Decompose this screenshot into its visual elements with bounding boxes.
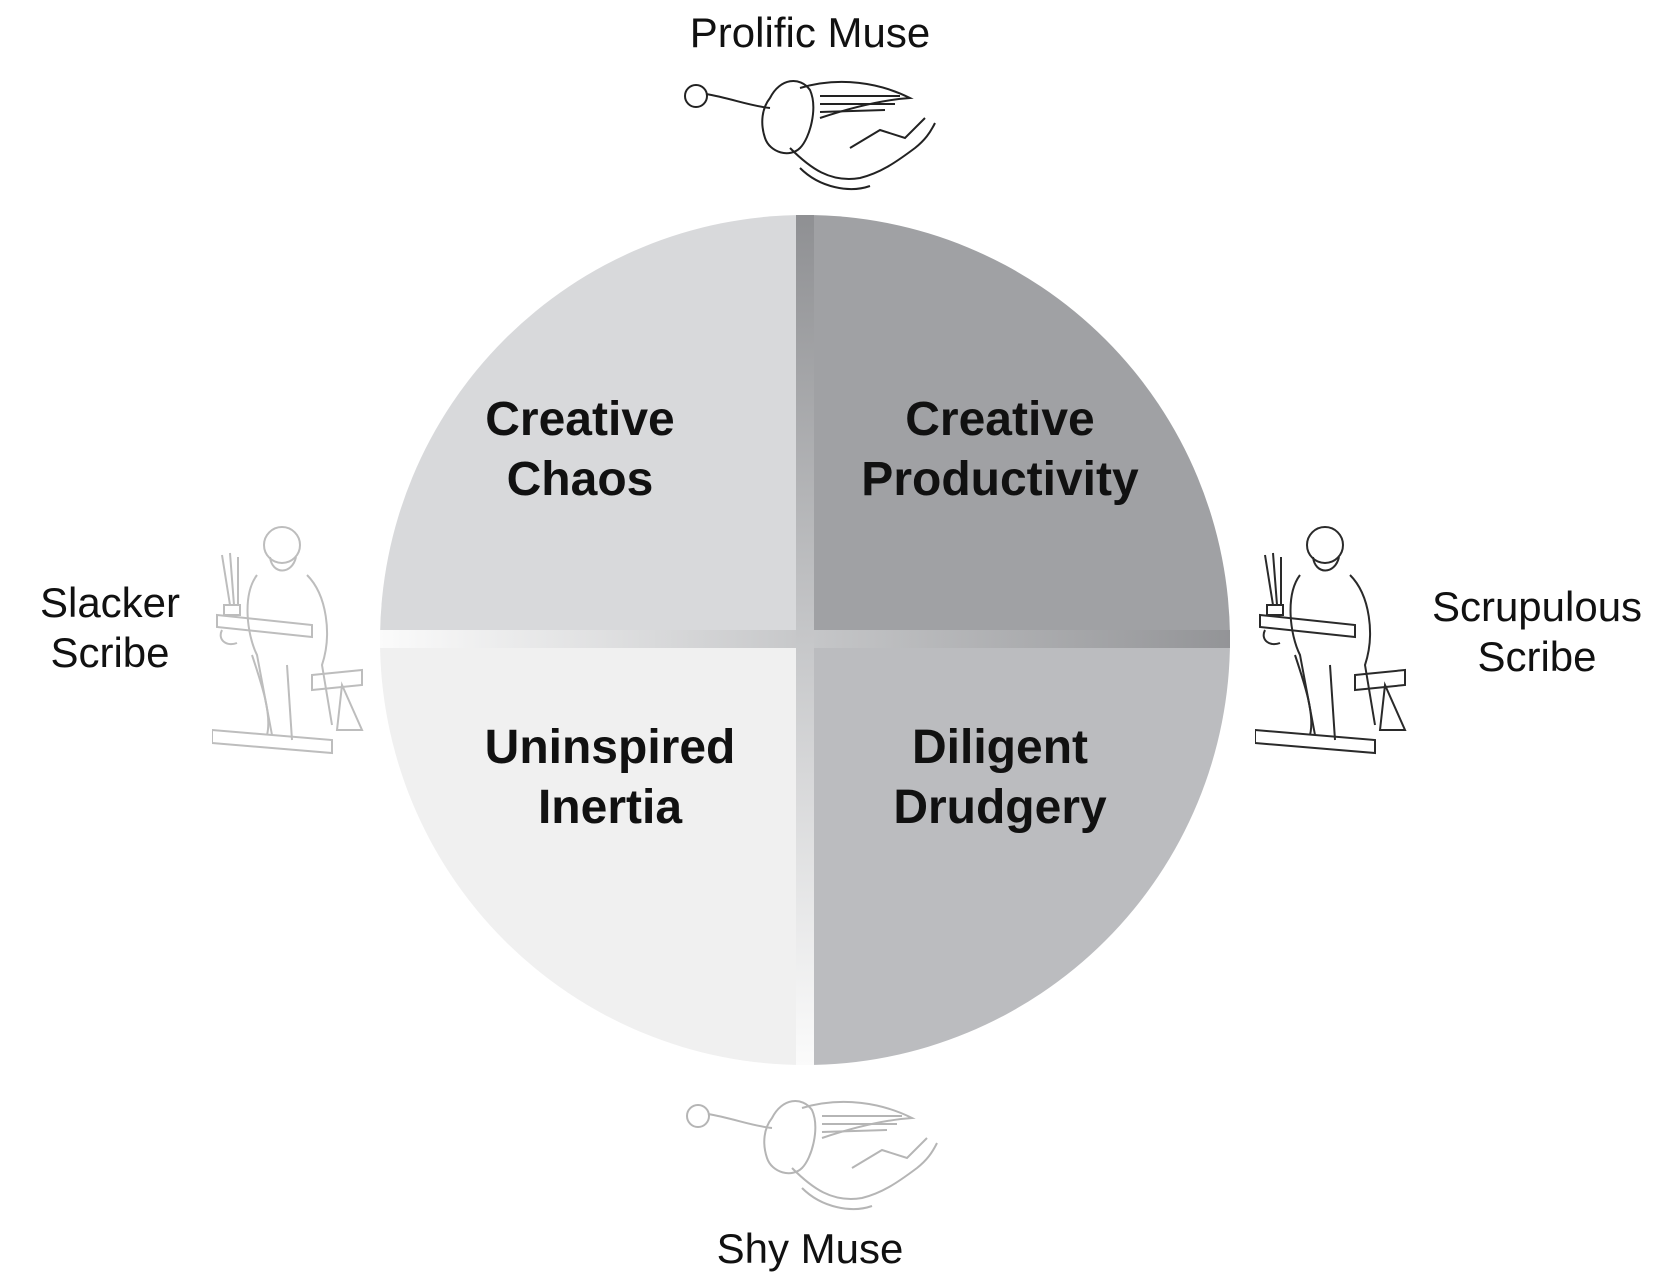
muse-angel-icon xyxy=(684,80,936,190)
axis-label-right-line1: Scrupulous xyxy=(1431,583,1643,630)
quadrant-top-left xyxy=(380,215,805,640)
quadrant-circle xyxy=(380,215,1230,1065)
muse-angel-faded-icon xyxy=(686,1100,938,1210)
quadrant-label-line: Drudgery xyxy=(893,781,1107,834)
axis-label-right-line2: Scribe xyxy=(1477,633,1597,680)
quadrant-label-line: Diligent xyxy=(912,721,1088,774)
quadrant-label-bottom-left: Uninspired Inertia xyxy=(440,718,780,838)
quadrant-label-line: Productivity xyxy=(861,453,1139,506)
quadrant-label-bottom-right: Diligent Drudgery xyxy=(830,718,1170,838)
quadrant-label-top-left: Creative Chaos xyxy=(430,390,730,510)
axis-label-left: Slacker Scribe xyxy=(10,578,210,678)
axis-label-left-line2: Scribe xyxy=(50,629,170,676)
scribe-faded-icon xyxy=(212,526,364,755)
axis-label-left-line1: Slacker xyxy=(39,579,181,626)
axis-label-top: Prolific Muse xyxy=(689,9,931,56)
quadrant-label-line: Creative xyxy=(905,393,1095,446)
quadrant-label-line: Uninspired xyxy=(484,721,736,774)
quadrant-label-top-right: Creative Productivity xyxy=(830,390,1170,510)
quadrant-top-right xyxy=(805,215,1230,640)
quadrant-label-line: Chaos xyxy=(506,453,654,506)
quadrant-bottom-left xyxy=(380,640,805,1065)
quadrant-label-line: Creative xyxy=(485,393,675,446)
quadrant-label-line: Inertia xyxy=(537,781,683,834)
axis-label-right: Scrupulous Scribe xyxy=(1415,582,1659,682)
quadrant-bottom-right xyxy=(805,640,1230,1065)
scribe-icon xyxy=(1255,526,1407,755)
axis-label-bottom: Shy Muse xyxy=(716,1225,904,1272)
